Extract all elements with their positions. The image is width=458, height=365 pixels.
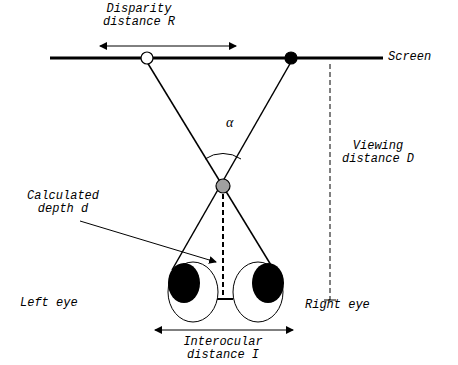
interocular-arrow [155, 330, 293, 331]
disparity-arrow [100, 46, 236, 47]
right-image-point [285, 52, 297, 64]
angle-arc [205, 153, 241, 159]
left-image-point [141, 52, 153, 64]
sight-line [172, 62, 291, 270]
screen-line [50, 57, 383, 60]
callout-label: Calculated depth d [22, 190, 104, 216]
right-pupil [252, 263, 284, 303]
viewing-distance-line [330, 64, 331, 300]
depth-dashed-line [222, 194, 224, 298]
left-pupil [168, 263, 200, 303]
left-eye-outline [168, 262, 218, 322]
right-eye-outline [233, 262, 283, 322]
dimension-label: Interocular distance I [180, 336, 266, 362]
eye-label: Right eye [305, 299, 370, 312]
fused-point [216, 179, 230, 193]
dimension-label: Disparity distance R [98, 3, 180, 29]
depth-leader [80, 221, 216, 262]
eye-label: Left eye [20, 297, 78, 310]
sight-line [147, 62, 274, 270]
dimension-label: Viewing distance D [338, 140, 418, 166]
screen-label: Screen [388, 51, 431, 64]
angle-label: α [226, 116, 233, 129]
